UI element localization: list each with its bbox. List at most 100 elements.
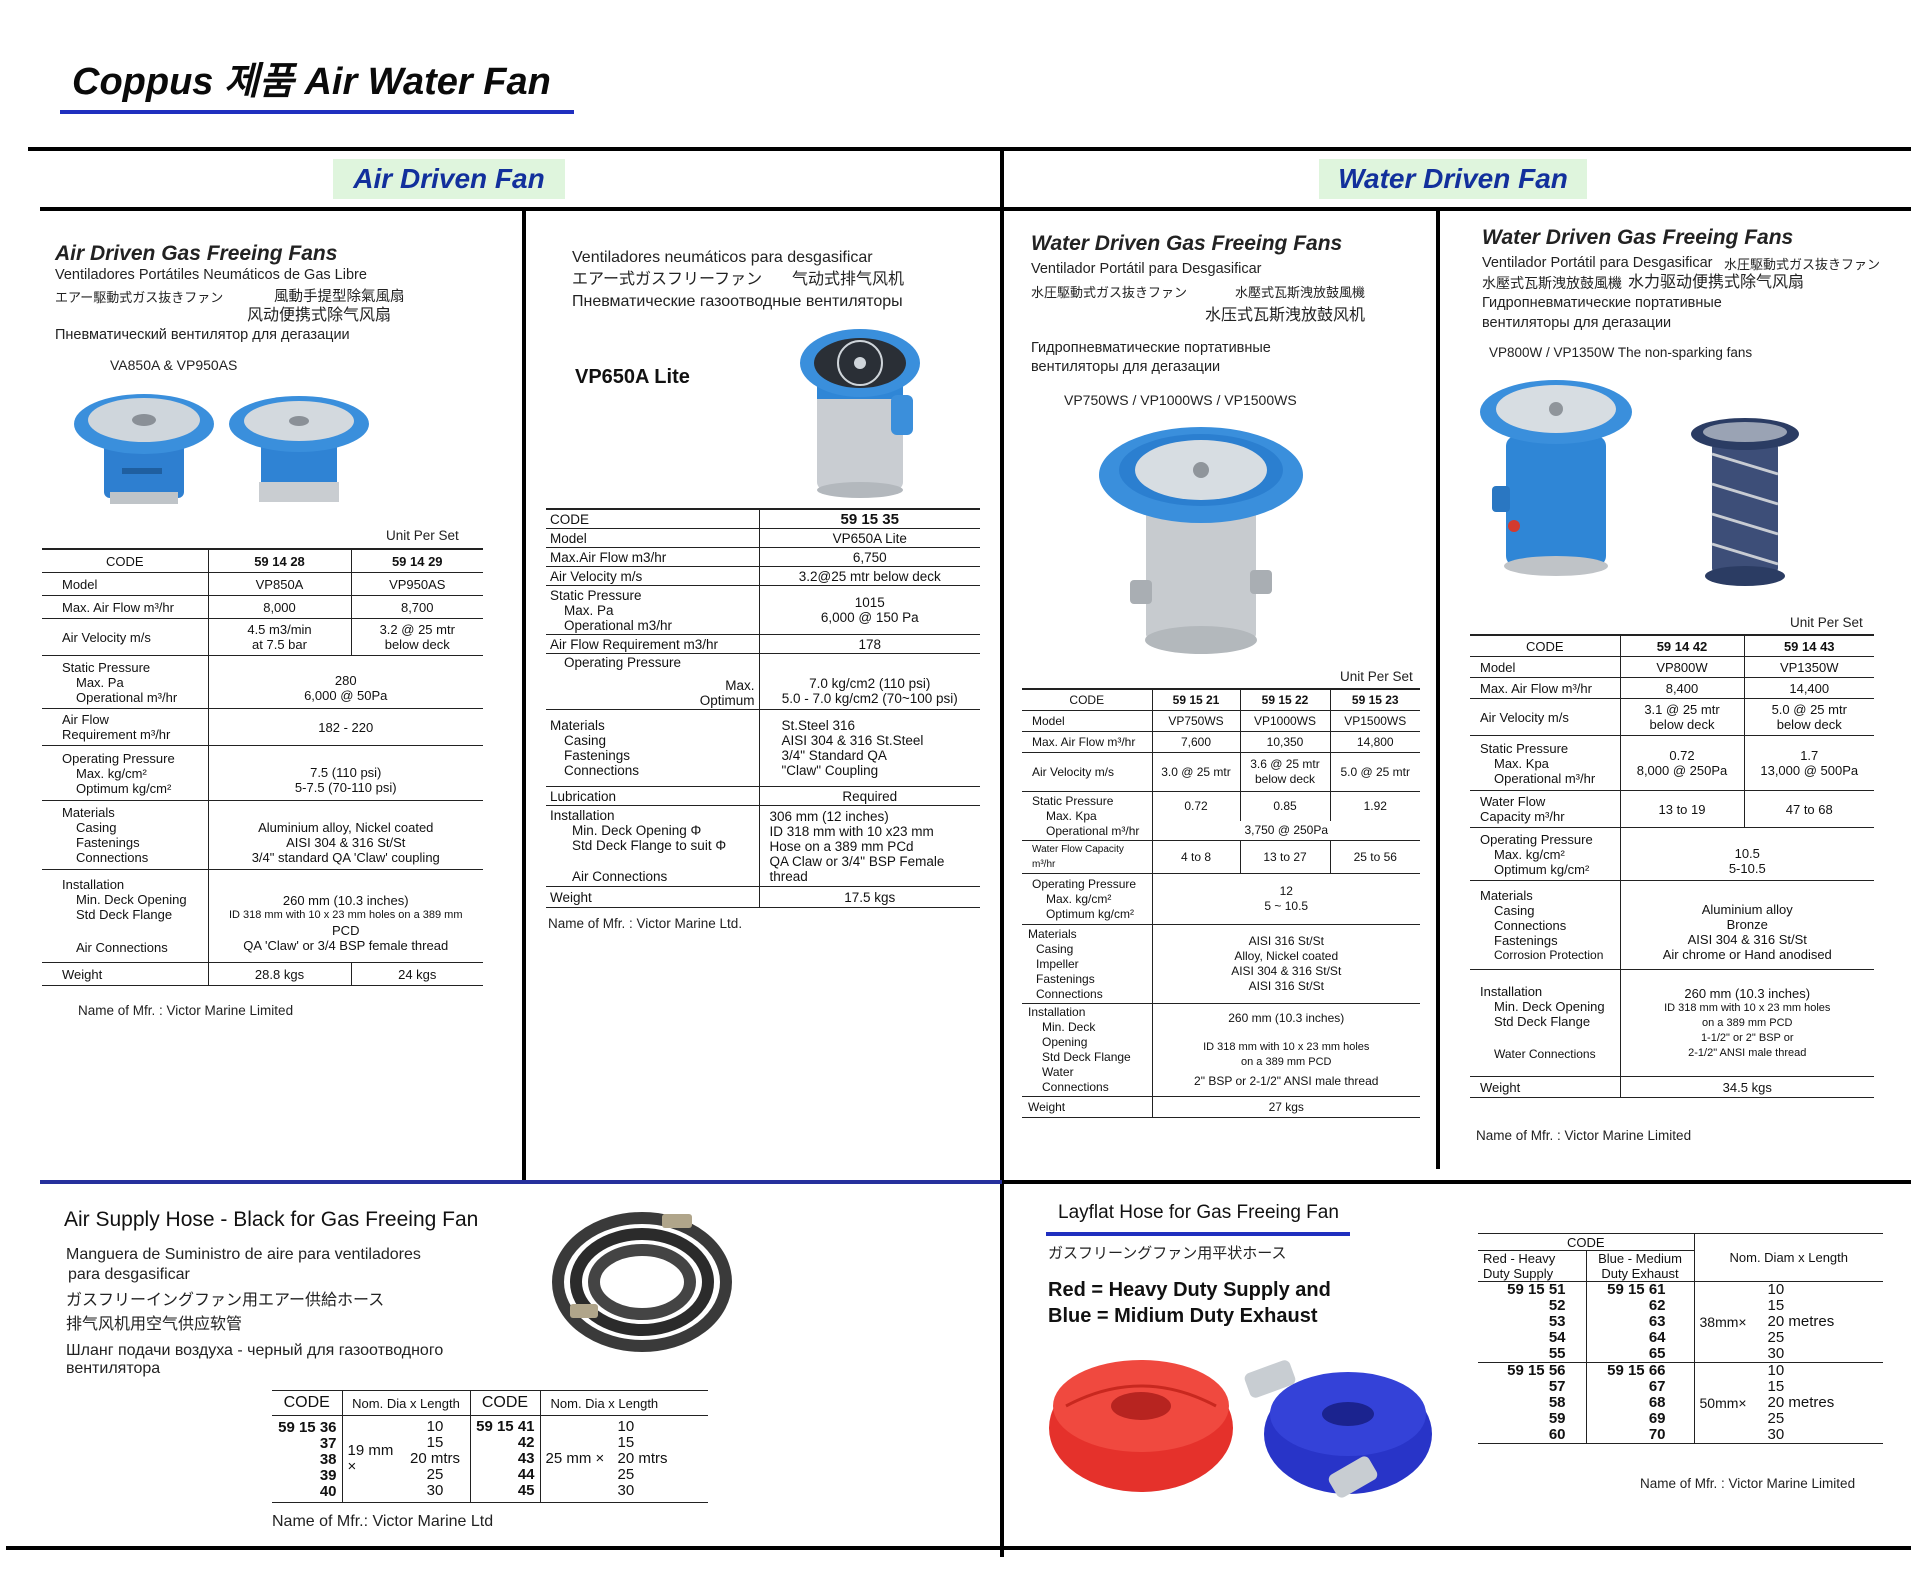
p4-inst-l3: Water Connections bbox=[1494, 1047, 1596, 1061]
p1-manufacturer: Name of Mfr. : Victor Marine Limited bbox=[78, 1003, 294, 1018]
p2-sub-russian: Пневматические газоотводные вентиляторы bbox=[572, 293, 903, 310]
p2-static-l1: Max. Pa bbox=[564, 602, 614, 618]
layflat-group-2: 59 15 56 57 58 59 60 59 15 66 67 68 69 7… bbox=[1478, 1362, 1883, 1444]
layflat-len-1-0: 10 bbox=[1767, 1281, 1785, 1298]
p4-maxair-2: 14,400 bbox=[1743, 677, 1874, 699]
p1-inst-v1: 260 mm (10.3 inches) bbox=[282, 893, 409, 908]
p4-oper-l2: Optimum kg/cm² bbox=[1494, 861, 1590, 877]
p3-mat-l4: Connections bbox=[1036, 986, 1103, 1001]
p1-label-maxair: Max. Air Flow m³/hr bbox=[42, 595, 208, 619]
p2-oper-l0: Operating Pressure bbox=[564, 655, 682, 670]
p3-static-1: 0.72 bbox=[1151, 791, 1240, 822]
p4-inst-v4: 1-1/2" or 2" BSP or bbox=[1700, 1031, 1794, 1044]
p3-unit-per-set: Unit Per Set bbox=[1340, 669, 1413, 684]
p4-mat-v1: Aluminium alloy bbox=[1701, 902, 1793, 917]
hose-code-2-1: 42 bbox=[517, 1434, 535, 1451]
top-rule bbox=[28, 147, 1911, 151]
p1-spec-table: CODE 59 14 28 59 14 29 Model VP850A VP95… bbox=[42, 548, 483, 986]
p1-mat-l0: Materials bbox=[62, 805, 115, 820]
p1-fan-image-2 bbox=[229, 396, 369, 502]
hose-code-1-3: 39 bbox=[319, 1467, 337, 1484]
divider-p1-p2 bbox=[522, 211, 526, 1181]
p2-label-lubrication: Lubrication bbox=[546, 786, 759, 806]
p2-mat-l0: Materials bbox=[550, 718, 605, 733]
p2-sub-spanish: Ventiladores neumáticos para desgasifica… bbox=[572, 249, 873, 266]
hose-code-2-4: 45 bbox=[517, 1482, 535, 1499]
p1-oper-l2: Optimum kg/cm² bbox=[76, 780, 172, 796]
p1-inst-l3: Air Connections bbox=[76, 940, 168, 955]
p1-mat-v3: 3/4" standard QA 'Claw' coupling bbox=[251, 849, 440, 865]
p1-static-l0: Static Pressure bbox=[62, 659, 151, 675]
p2-inst-l0: Installation bbox=[550, 808, 615, 823]
hose-sub-russian-2: вентилятора bbox=[66, 1360, 161, 1377]
p2-mat-l1: Casing bbox=[564, 733, 607, 748]
p3-oper-l1: Max. kg/cm² bbox=[1046, 891, 1112, 906]
layflat-blue-1-1: 62 bbox=[1648, 1297, 1666, 1314]
layflat-blue-2-1: 67 bbox=[1648, 1378, 1666, 1395]
hose-sub-russian-1: Шланг подачи воздуха - черный для газоот… bbox=[66, 1342, 444, 1359]
p1-model-2: VP950AS bbox=[350, 572, 483, 596]
hose-codes-1: 59 15 36 37 38 39 40 bbox=[272, 1415, 343, 1503]
p2-mat-v1: St.Steel 316 bbox=[781, 718, 856, 733]
p2-model-title: VP650A Lite bbox=[575, 366, 690, 388]
p2-inst-v3: Hose on a 389 mm PCd bbox=[769, 838, 914, 854]
p4-spec-table: CODE 59 14 42 59 14 43 Model VP800W VP13… bbox=[1470, 634, 1874, 1098]
p3-velocity-2b: below deck bbox=[1254, 772, 1316, 786]
p3-maxair-3: 14,800 bbox=[1329, 731, 1420, 753]
layflat-len-2-2: 20 metres bbox=[1767, 1394, 1835, 1411]
hose-lengths-2: 10 15 20 mtrs 25 30 bbox=[618, 1419, 668, 1499]
p1-static-l2: Operational m³/hr bbox=[76, 689, 178, 705]
hose-dims-2: 25 mm × 10 15 20 mtrs 25 30 bbox=[540, 1416, 708, 1503]
p4-fan-image-2 bbox=[1691, 418, 1799, 586]
p2-manufacturer: Name of Mfr. : Victor Marine Ltd. bbox=[548, 916, 743, 931]
p2-mat-v2: AISI 304 & 316 St.Steel bbox=[781, 733, 924, 748]
layflat-blue-codes-2: 59 15 66 67 68 69 70 bbox=[1586, 1362, 1695, 1444]
layflat-blue-2-0: 59 15 66 bbox=[1607, 1362, 1666, 1379]
p3-velocity-3: 5.0 @ 25 mtr bbox=[1329, 752, 1420, 792]
p3-oper-v2: 5 ~ 10.5 bbox=[1264, 899, 1309, 913]
p2-oper-v1: 7.0 kg/cm2 (110 psi) bbox=[809, 675, 931, 691]
p2-model: VP650A Lite bbox=[758, 528, 980, 548]
p2-weight: 17.5 kgs bbox=[758, 886, 980, 908]
hose-code-1-2: 38 bbox=[319, 1451, 337, 1468]
p1-installation-values: 260 mm (10.3 inches)ID 318 mm with 10 x … bbox=[207, 869, 483, 963]
p2-maxair: 6,750 bbox=[758, 547, 980, 567]
middle-rule-right bbox=[1002, 1180, 1911, 1184]
p3-row-maxair: Max. Air Flow m³/hr 7,600 10,350 14,800 bbox=[1022, 731, 1420, 753]
p3-oper-l0: Operating Pressure bbox=[1032, 876, 1137, 891]
p4-oper-v2: 5-10.5 bbox=[1728, 861, 1766, 876]
layflat-red-1-1: 52 bbox=[1548, 1297, 1566, 1314]
hose-sub-japanese: ガスフリーイングファン用エアー供給ホース bbox=[66, 1292, 385, 1309]
p4-sub-chinese-simp: 水力驱动便携式除气风扇 bbox=[1628, 274, 1805, 291]
p1-static-v1: 280 bbox=[334, 673, 357, 688]
p1-code-1: 59 14 28 bbox=[207, 548, 351, 573]
p1-unit-per-set: Unit Per Set bbox=[386, 528, 459, 543]
p2-inst-v2: ID 318 mm with 10 x23 mm bbox=[769, 823, 934, 839]
layflat-dia-2: 50mm× bbox=[1699, 1395, 1747, 1411]
p4-mat-l4: Corrosion Protection bbox=[1494, 947, 1604, 962]
p1-velocity-1b: at 7.5 bar bbox=[252, 637, 307, 652]
p4-velocity-2a: 5.0 @ 25 mtr bbox=[1771, 702, 1847, 717]
p1-mat-v2: AISI 304 & 316 St/St bbox=[286, 834, 406, 850]
hose-code-1-1: 37 bbox=[319, 1435, 337, 1452]
p1-operating-values: 7.5 (110 psi)5-7.5 (70-110 psi) bbox=[207, 745, 483, 801]
p1-label-model: Model bbox=[42, 572, 208, 596]
p3-static-operational: 3,750 @ 250Pa bbox=[1151, 821, 1420, 842]
p2-oper-l2: Optimum bbox=[699, 693, 755, 708]
p2-fan-image bbox=[800, 329, 920, 498]
p4-inst-v5: 2-1/2" ANSI male thread bbox=[1688, 1046, 1807, 1059]
p2-row-weight: Weight 17.5 kgs bbox=[546, 886, 980, 908]
p1-maxair-2: 8,700 bbox=[350, 595, 483, 619]
hose-code-1-0: 59 15 36 bbox=[278, 1419, 337, 1436]
p3-sub-spanish: Ventilador Portátil para Desgasificar bbox=[1031, 261, 1262, 277]
